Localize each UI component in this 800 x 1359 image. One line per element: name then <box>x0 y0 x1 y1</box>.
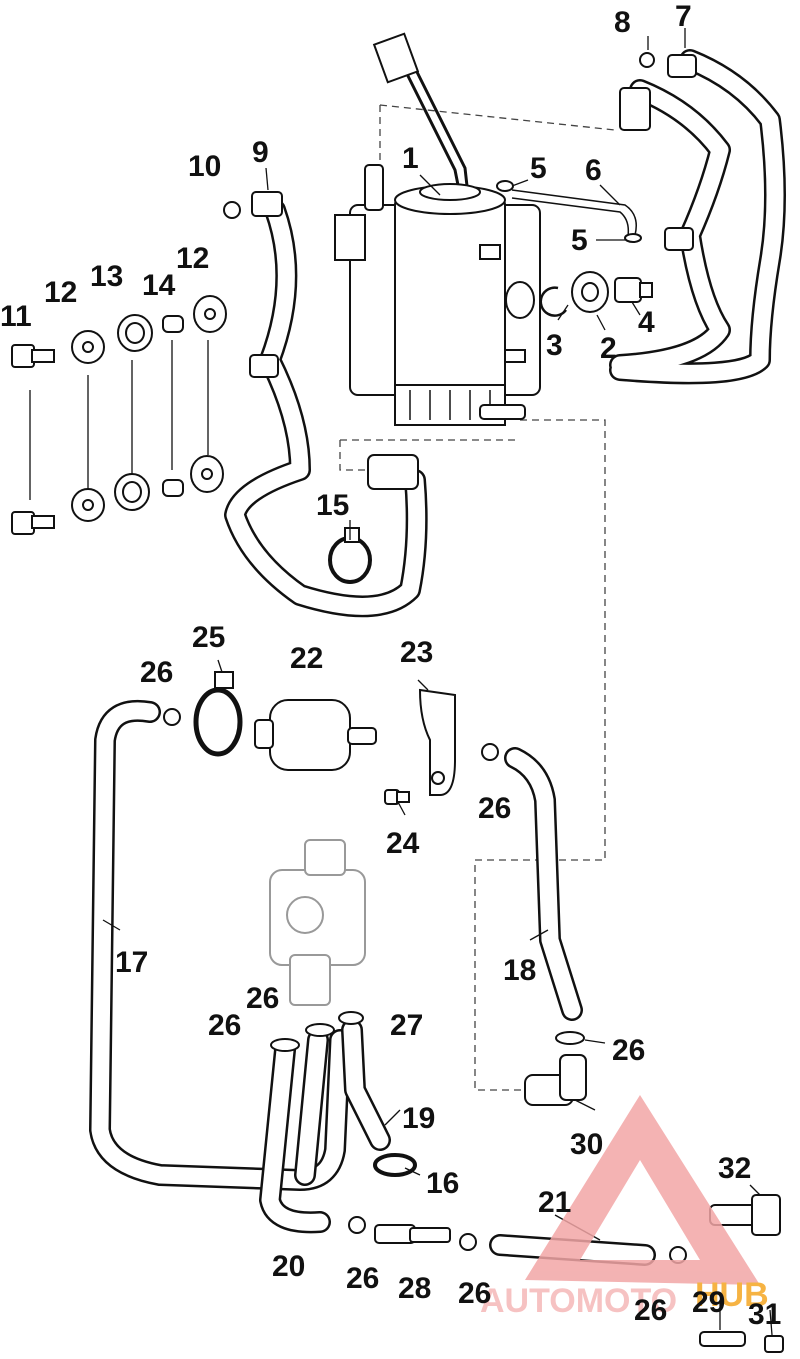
label-11: 11 <box>0 300 32 333</box>
label-18: 18 <box>503 954 536 987</box>
label-7: 7 <box>675 0 692 33</box>
label-26-a: 26 <box>140 656 173 689</box>
label-4: 4 <box>638 306 655 339</box>
watermark-text-automoto: AUTOMOTO <box>480 1282 677 1320</box>
label-22: 22 <box>290 642 323 675</box>
label-5-lower: 5 <box>571 224 588 257</box>
label-24: 24 <box>386 827 420 860</box>
leader-lines <box>102 28 773 1336</box>
label-10: 10 <box>188 150 221 183</box>
label-5-upper: 5 <box>530 152 547 185</box>
label-23: 23 <box>400 636 433 669</box>
small-parts-right <box>496 52 697 317</box>
label-12-right: 12 <box>176 242 209 275</box>
automotohub-watermark: AUTOMOTO HUB <box>480 1095 769 1320</box>
small-parts-left-top <box>223 191 419 584</box>
watermark-triangle-logo <box>525 1095 760 1285</box>
label-26-e: 26 <box>612 1034 645 1067</box>
label-19: 19 <box>402 1102 435 1135</box>
label-28: 28 <box>398 1272 431 1305</box>
part-number-labels: 1 2 3 4 5 5 6 7 8 9 10 11 12 12 13 14 15… <box>0 0 781 1331</box>
lower-hoses <box>89 699 656 1266</box>
label-27: 27 <box>390 1009 423 1042</box>
label-21: 21 <box>538 1186 571 1219</box>
label-30: 30 <box>570 1128 603 1161</box>
label-26-b: 26 <box>478 792 511 825</box>
label-1: 1 <box>402 142 419 175</box>
label-14: 14 <box>142 269 176 302</box>
label-13: 13 <box>90 260 123 293</box>
label-32: 32 <box>718 1152 751 1185</box>
label-8: 8 <box>614 6 631 39</box>
lower-parts <box>163 671 784 1353</box>
label-12-left: 12 <box>44 276 77 309</box>
mount-hardware <box>11 295 227 535</box>
label-26-c: 26 <box>246 982 279 1015</box>
label-2: 2 <box>600 332 617 365</box>
label-31: 31 <box>748 1298 781 1331</box>
label-26-h: 26 <box>634 1294 667 1327</box>
label-15: 15 <box>316 489 349 522</box>
label-16: 16 <box>426 1167 459 1200</box>
label-3: 3 <box>546 329 563 362</box>
watermark-text-hub: HUB <box>695 1276 769 1314</box>
label-26-f: 26 <box>346 1262 379 1295</box>
label-9: 9 <box>252 136 269 169</box>
label-17: 17 <box>115 946 148 979</box>
label-26-g: 26 <box>458 1277 491 1310</box>
label-25: 25 <box>192 621 225 654</box>
label-20: 20 <box>272 1250 305 1283</box>
label-6: 6 <box>585 154 602 187</box>
vapor-separator-assembly <box>334 32 541 426</box>
label-26-d: 26 <box>208 1009 241 1042</box>
label-29: 29 <box>692 1286 725 1319</box>
